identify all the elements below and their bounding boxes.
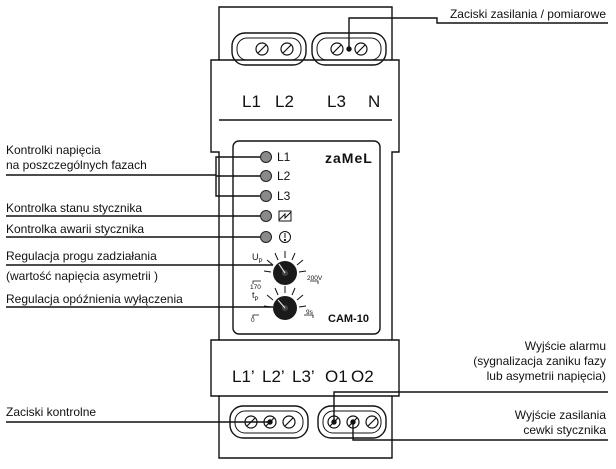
model-label: CAM-10: [328, 313, 369, 325]
threshold-knob: [252, 251, 319, 285]
callout-power-terminals: Zaciski zasilania / pomiarowe: [449, 7, 606, 21]
callout-contactor-state: Kontrolka stanu stycznika: [6, 201, 143, 215]
terminal-label-L3: L3: [327, 92, 346, 111]
device-housing: [210, 6, 400, 459]
led-label-L1: L1: [277, 150, 291, 164]
callout-alarm-line2: (sygnalizacja zaniku fazy: [473, 354, 606, 368]
terminal-label-L2: L2: [275, 92, 294, 111]
knob-tp-min: 0: [251, 317, 255, 324]
callout-alarm-line3: lub asymetrii napięcia): [486, 369, 606, 383]
top-screws: [255, 42, 368, 56]
callout-coil-line1: Wyjście zasilania: [514, 408, 606, 422]
terminal-label-L1: L1: [242, 92, 261, 111]
callout-control-terminals: Zaciski kontrolne: [6, 405, 97, 419]
led-label-L3: L3: [277, 189, 291, 203]
knob-up-min: 170: [250, 284, 261, 291]
knob-tp-symbol: tP: [252, 290, 259, 303]
callout-contactor-fault: Kontrolka awarii stycznika: [6, 222, 145, 236]
fault-icon: [279, 231, 291, 243]
knob-tp-max: 9s: [306, 309, 313, 316]
callout-threshold-line1: Regulacja progu zadziałania: [6, 249, 157, 263]
contactor-icon: [278, 210, 292, 222]
brand-logo: zaMeL: [325, 150, 373, 166]
terminal-label-L2-out: L2’: [262, 367, 285, 386]
callout-coil-line2: cewki stycznika: [523, 423, 606, 437]
knob-up-symbol: UP: [252, 252, 263, 265]
callout-delay: Regulacja opóźnienia wyłączenia: [6, 292, 183, 306]
terminal-label-O1: O1: [325, 367, 348, 386]
led-label-L2: L2: [277, 169, 291, 183]
callout-phase-leds-line1: Kontrolki napięcia: [6, 143, 101, 157]
callout-lines: [6, 17, 608, 441]
delay-knob: [252, 286, 314, 320]
knob-up-max: 200V: [307, 275, 323, 282]
terminal-label-L1-out: L1’: [232, 367, 255, 386]
terminal-label-L3-out: L3’: [292, 367, 315, 386]
callout-alarm-line1: Wyjście alarmu: [524, 339, 606, 353]
led-indicators: [260, 151, 272, 243]
callout-threshold-line2: (wartość napięcia asymetrii ): [6, 269, 159, 283]
callout-phase-leds-line2: na poszczególnych fazach: [6, 158, 147, 172]
terminal-label-O2: O2: [351, 367, 374, 386]
terminal-label-N: N: [368, 92, 381, 111]
